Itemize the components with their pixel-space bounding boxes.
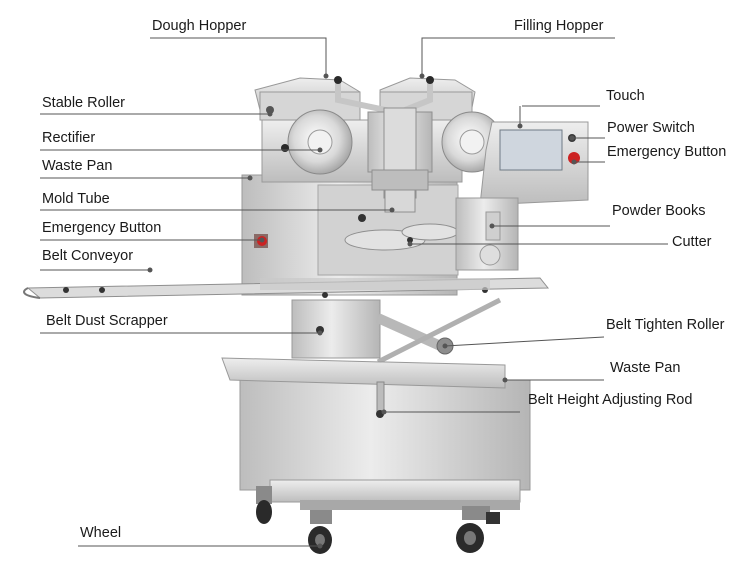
label-filling-hopper: Filling Hopper <box>514 18 604 34</box>
label-belt-conveyor: Belt Conveyor <box>42 248 134 264</box>
label-dough-hopper: Dough Hopper <box>152 18 247 34</box>
control-panel <box>479 121 589 206</box>
powder-box <box>455 197 519 271</box>
label-wheel: Wheel <box>80 525 122 541</box>
belt-conveyor <box>23 277 550 299</box>
belt-scrapper-and-tensioner <box>291 297 502 365</box>
wheel-icon <box>256 486 500 554</box>
leader-lines <box>40 37 668 547</box>
label-waste-pan-top: Waste Pan <box>42 158 113 174</box>
label-emergency-button-right: Emergency Button <box>607 144 727 160</box>
label-cutter: Cutter <box>672 234 712 250</box>
mold-tube-assembly <box>344 107 459 251</box>
label-emergency-button-left: Emergency Button <box>42 220 162 236</box>
label-belt-tighten-roller: Belt Tighten Roller <box>606 317 725 333</box>
label-rectifier: Rectifier <box>42 130 96 146</box>
label-belt-height-adjusting-rod: Belt Height Adjusting Rod <box>528 392 693 408</box>
leader-dots <box>147 73 577 549</box>
label-mold-tube: Mold Tube <box>42 191 110 207</box>
bottom-waste-pan <box>221 357 506 389</box>
label-power-switch: Power Switch <box>607 120 695 136</box>
base-frame <box>239 379 531 510</box>
label-touch: Touch <box>606 88 645 104</box>
hoppers <box>254 76 476 121</box>
label-belt-dust-scrapper: Belt Dust Scrapper <box>46 313 168 329</box>
label-waste-pan-bottom: Waste Pan <box>610 360 681 376</box>
label-powder-books: Powder Books <box>612 203 706 219</box>
label-stable-roller: Stable Roller <box>42 95 126 111</box>
